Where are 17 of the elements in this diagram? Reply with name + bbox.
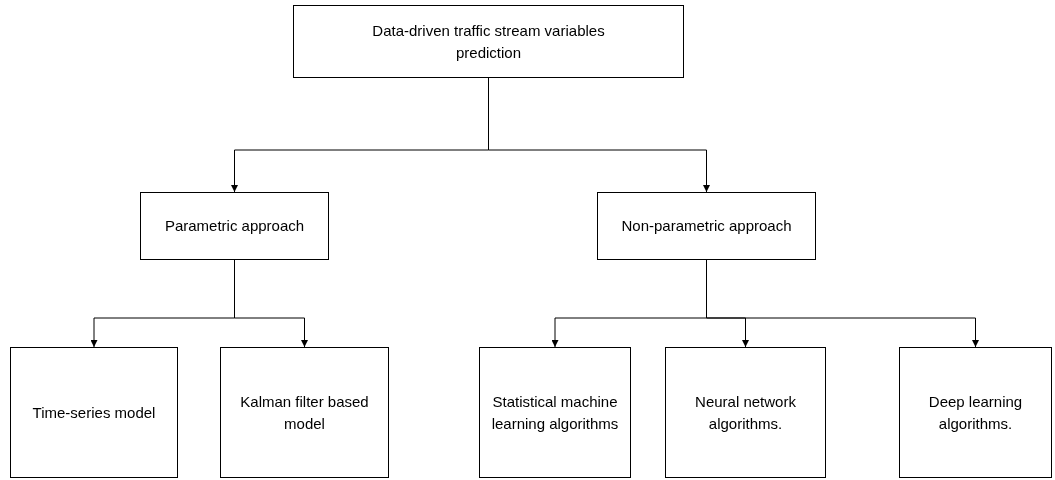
node-label: Statistical machine learning algorithms <box>490 391 620 434</box>
connector-arrow <box>234 259 308 348</box>
node-label: Deep learning algorithms. <box>927 391 1024 434</box>
category-box <box>899 347 1052 478</box>
node-label: Kalman filter based model <box>239 391 370 434</box>
node-label: Data-driven traffic stream variables prediction <box>371 20 606 63</box>
node-label: Non-parametric approach <box>621 216 792 237</box>
node-label: Parametric approach <box>164 216 305 237</box>
category-box <box>479 347 631 478</box>
node-label: Neural network algorithms. <box>694 391 797 434</box>
category-box <box>597 192 816 260</box>
category-box <box>665 347 826 478</box>
node-label: Time-series model <box>32 402 156 423</box>
root-box <box>293 5 684 78</box>
category-box <box>10 347 178 478</box>
category-box <box>220 347 389 478</box>
category-box <box>140 192 329 260</box>
